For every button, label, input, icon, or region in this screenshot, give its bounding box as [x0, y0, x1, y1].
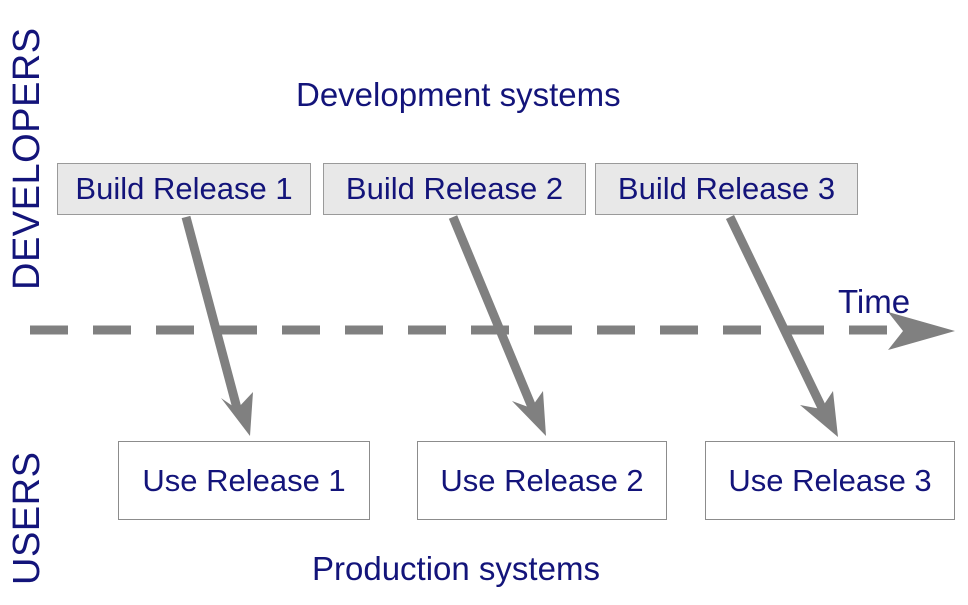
build-release-2-box[interactable]: Build Release 2 — [323, 163, 586, 215]
use-release-1-box[interactable]: Use Release 1 — [118, 441, 370, 520]
down-right-arrow-icon — [725, 215, 838, 437]
development-systems-caption: Development systems — [296, 76, 621, 113]
down-right-arrow-icon — [181, 215, 253, 436]
build-release-1-box[interactable]: Build Release 1 — [57, 163, 311, 215]
use-release-2-box[interactable]: Use Release 2 — [417, 441, 667, 520]
production-systems-caption: Production systems — [312, 550, 600, 587]
use-release-3-box[interactable]: Use Release 3 — [705, 441, 955, 520]
down-right-arrow-icon — [448, 215, 546, 436]
right-arrow-icon — [888, 312, 955, 350]
time-axis-label: Time — [838, 283, 911, 320]
build-release-3-box[interactable]: Build Release 3 — [595, 163, 858, 215]
